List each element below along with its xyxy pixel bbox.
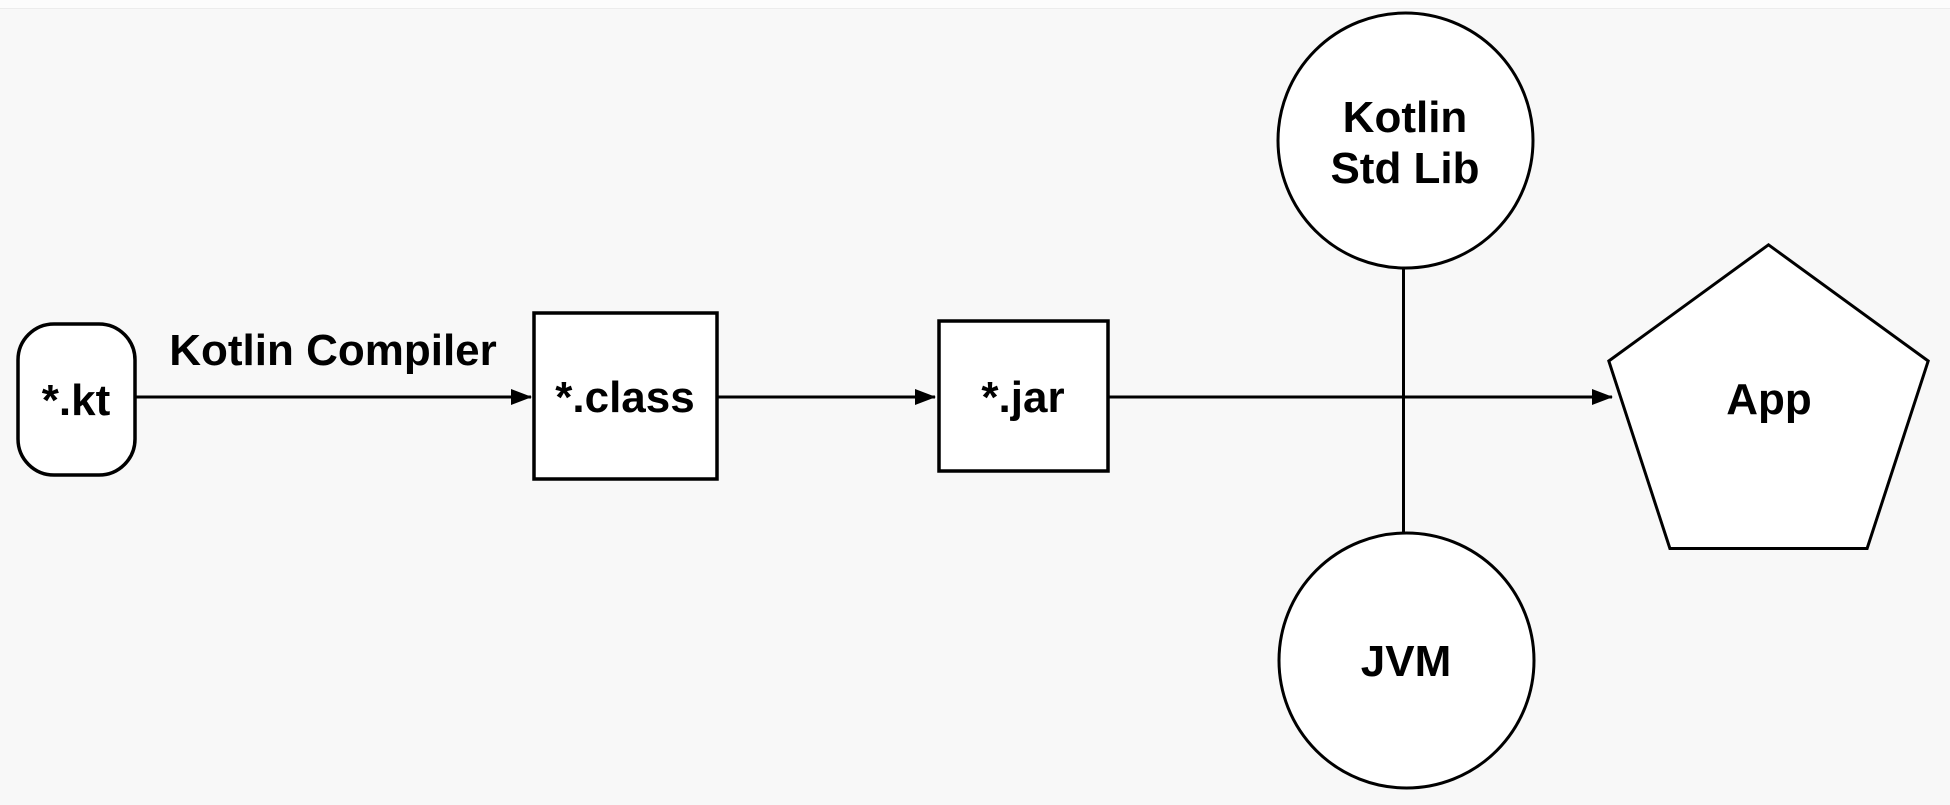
kotlin-std-lib-label-line2: Std Lib bbox=[1330, 144, 1479, 193]
node-kt: *.kt bbox=[16, 322, 137, 477]
top-edge-strip bbox=[0, 0, 1950, 8]
edge-label-kotlin-compiler: Kotlin Compiler bbox=[169, 326, 497, 375]
kotlin-std-lib-label-line1: Kotlin bbox=[1343, 93, 1468, 142]
class-label: *.class bbox=[555, 373, 694, 422]
jvm-circle-shape bbox=[1277, 531, 1536, 790]
jvm-label: JVM bbox=[1361, 637, 1451, 686]
kt-label: *.kt bbox=[42, 376, 111, 425]
kt-rounded-rect-shape bbox=[16, 322, 137, 477]
jar-rect-shape bbox=[937, 319, 1110, 473]
node-jar: *.jar bbox=[937, 319, 1110, 473]
jar-label: *.jar bbox=[981, 373, 1064, 422]
node-class: *.class bbox=[532, 311, 719, 481]
node-app: App bbox=[1607, 242, 1930, 550]
app-pentagon-shape bbox=[1607, 242, 1930, 550]
kotlin-std-lib-circle-shape bbox=[1276, 11, 1535, 270]
node-kotlin-std-lib: Kotlin Std Lib bbox=[1276, 11, 1535, 270]
class-rect-shape bbox=[532, 311, 719, 481]
app-label: App bbox=[1726, 375, 1812, 424]
node-jvm: JVM bbox=[1277, 531, 1536, 790]
nodes-layer: *.kt *.class *.jar Kotlin Std Lib JV bbox=[16, 11, 1930, 790]
edges-layer: Kotlin Compiler bbox=[135, 267, 1613, 534]
